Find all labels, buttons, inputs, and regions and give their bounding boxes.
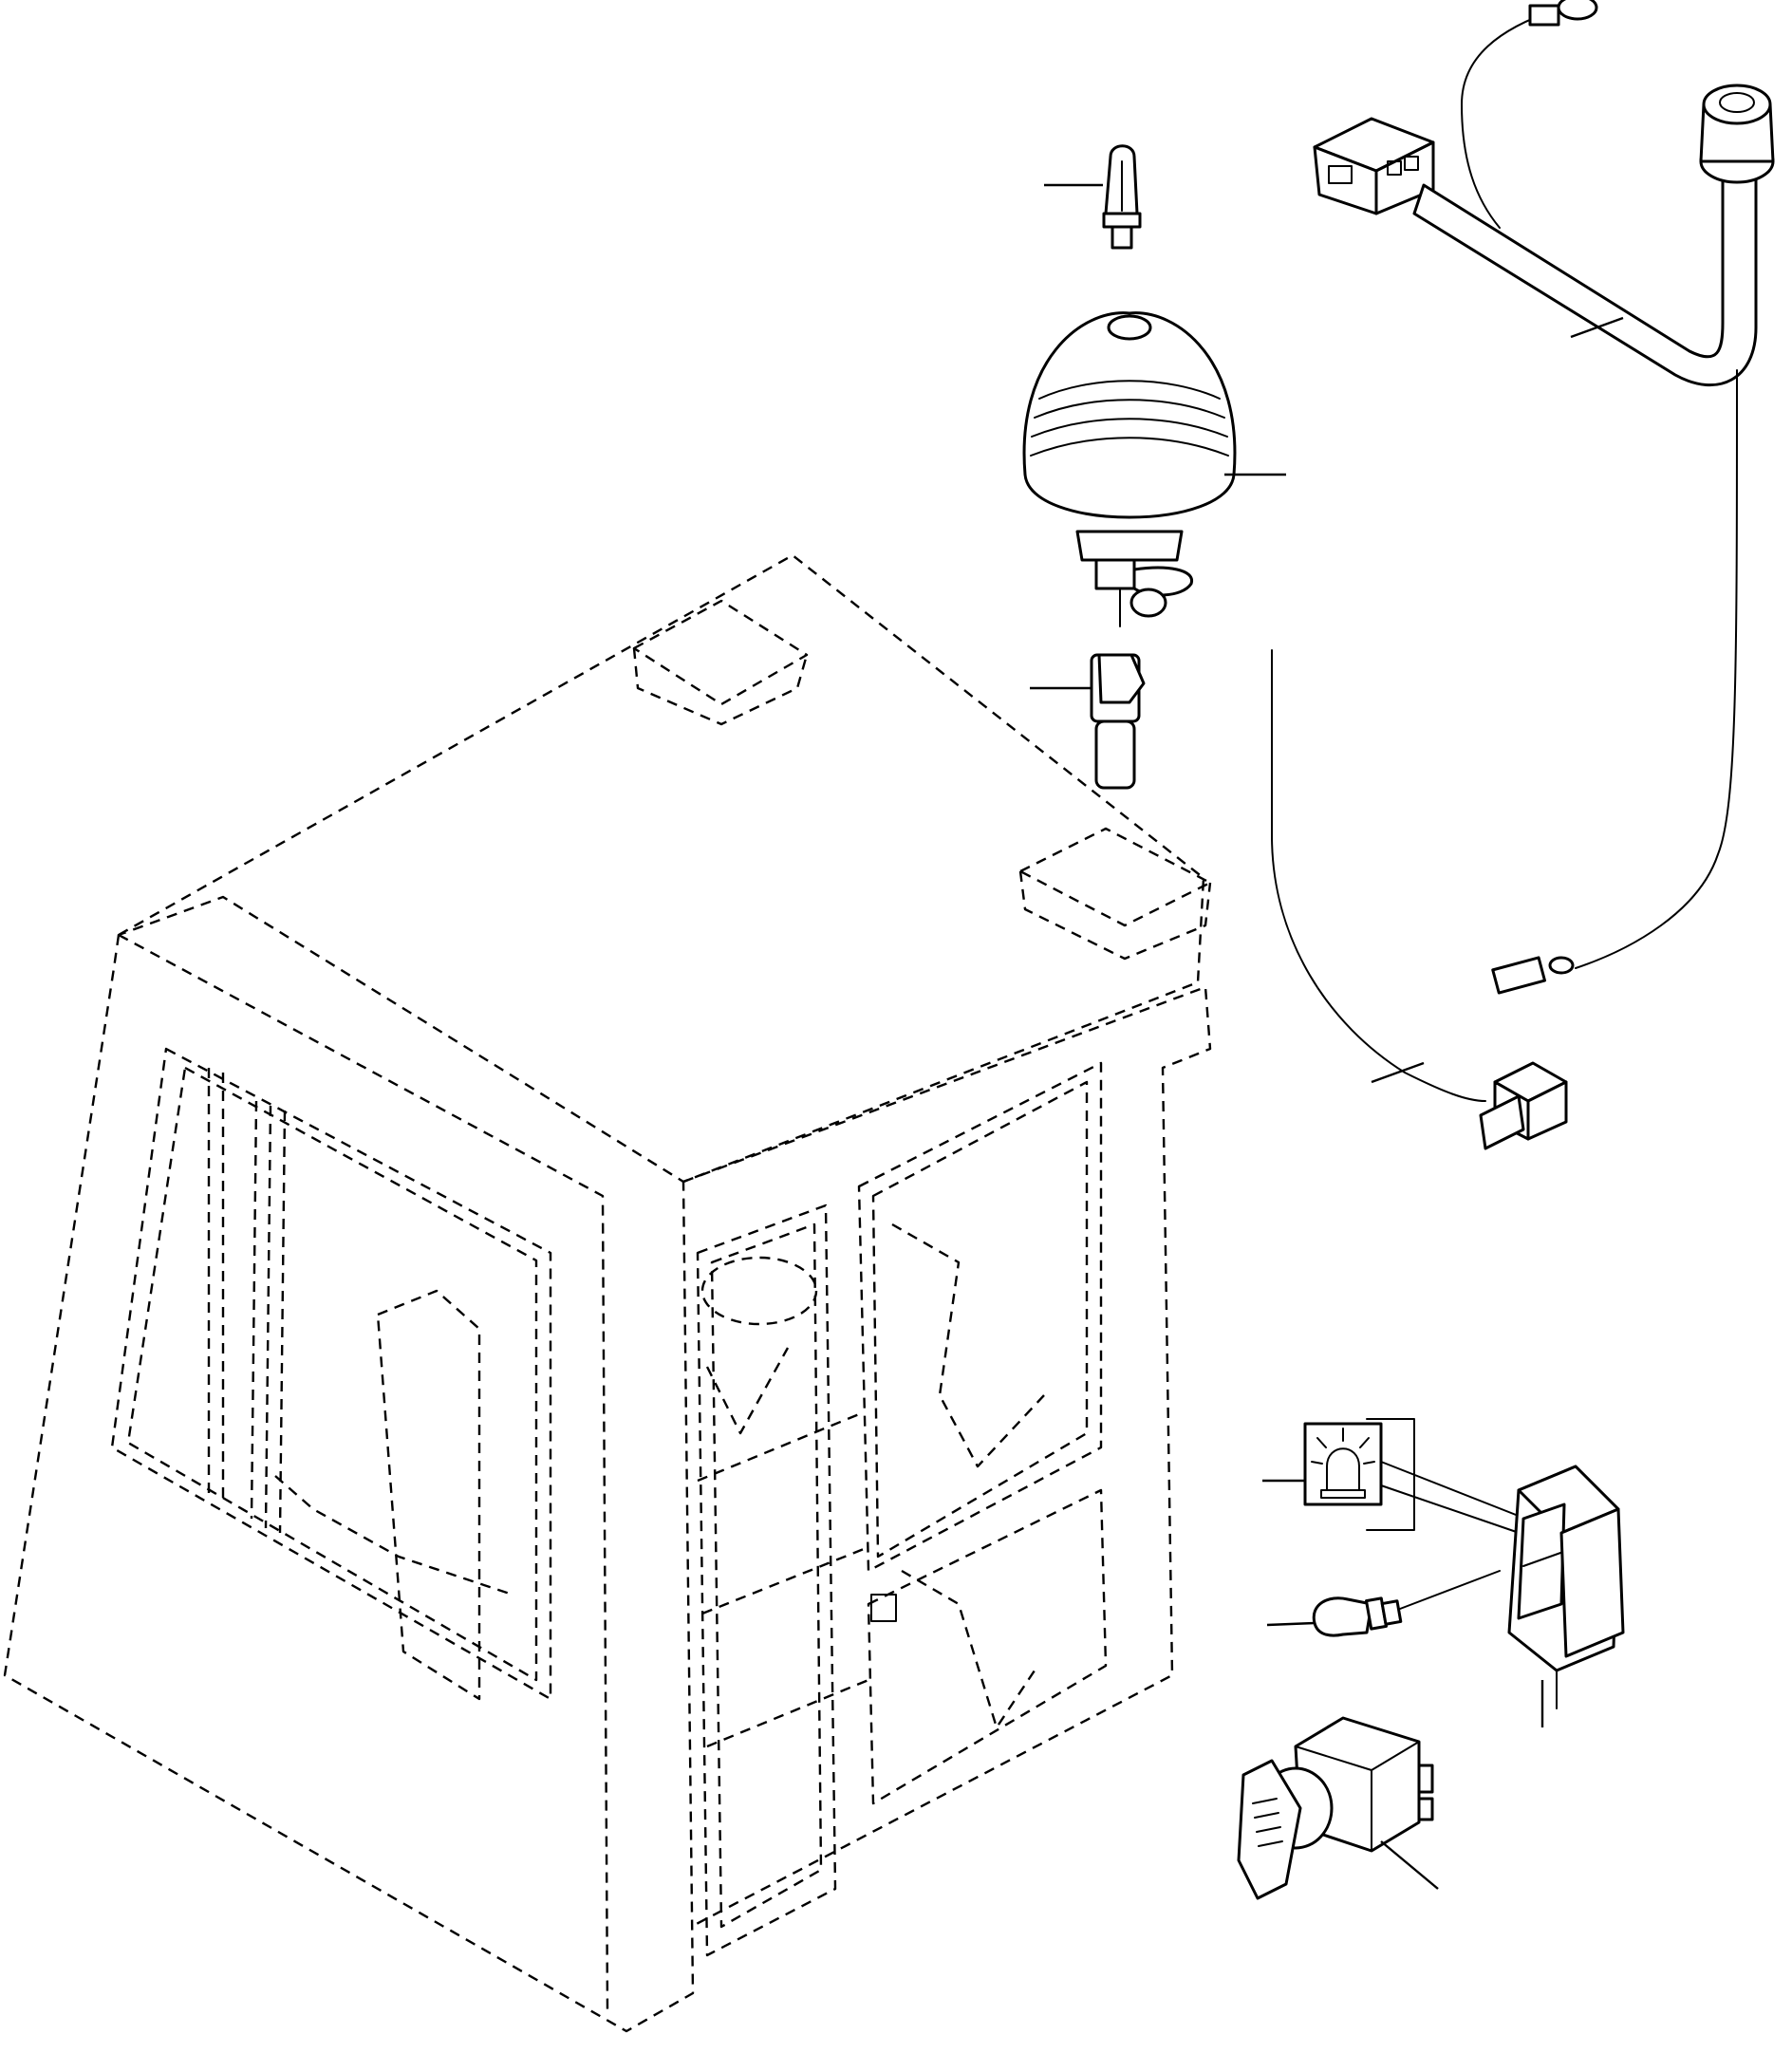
rocker-switch <box>1507 1465 1625 1727</box>
wire-harness-upper <box>1313 0 1775 995</box>
key-switch <box>1237 1716 1439 1900</box>
mount-adapter <box>1030 653 1146 790</box>
beacon-lamp <box>1022 311 1286 627</box>
beacon-symbol-label <box>1262 1418 1539 1539</box>
bulb-top <box>1044 144 1142 250</box>
switch-bulb <box>1266 1570 1501 1637</box>
wire-harness-lower <box>1271 649 1568 1150</box>
cab-outline <box>3 553 1212 2033</box>
